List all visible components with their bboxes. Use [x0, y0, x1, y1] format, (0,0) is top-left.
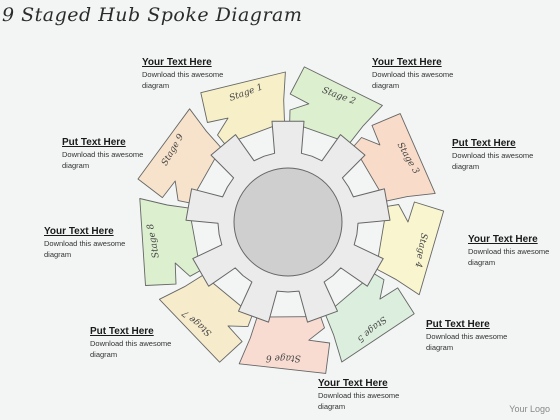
stage-block-2: [289, 66, 383, 144]
callout-right-upper: Put Text Here Download this awesome diag…: [452, 137, 560, 172]
callout-left-lower: Put Text Here Download this awesome diag…: [90, 325, 210, 360]
stage-block-1: [200, 71, 286, 145]
callout-top-left: Your Text Here Download this awesome dia…: [142, 56, 262, 91]
callout-title: Your Text Here: [318, 378, 388, 389]
stage-block-3: [353, 113, 436, 202]
callout-title: Put Text Here: [90, 326, 154, 337]
callout-right: Your Text Here Download this awesome dia…: [468, 233, 560, 268]
callout-title: Your Text Here: [372, 57, 442, 68]
callout-title: Your Text Here: [142, 57, 212, 68]
callout-title: Put Text Here: [62, 137, 126, 148]
stage-block-7: [158, 274, 253, 363]
stage-block-4: [375, 201, 445, 296]
callout-right-lower: Put Text Here Download this awesome diag…: [426, 318, 546, 353]
callout-title: Put Text Here: [452, 138, 516, 149]
callout-body: Download this awesome diagram: [426, 332, 508, 352]
callout-title: Your Text Here: [44, 226, 114, 237]
callout-body: Download this awesome diagram: [44, 239, 126, 259]
stage-block-6: [238, 316, 331, 374]
callout-left-upper: Put Text Here Download this awesome diag…: [62, 136, 182, 171]
stage-block-9: [137, 108, 222, 204]
callout-body: Download this awesome diagram: [318, 391, 400, 411]
page-title: 9 Staged Hub Spoke Diagram: [2, 4, 303, 26]
brand-logo: Your Logo: [509, 404, 550, 414]
callout-bottom: Your Text Here Download this awesome dia…: [318, 377, 438, 412]
callout-top-right: Your Text Here Download this awesome dia…: [372, 56, 492, 91]
callout-body: Download this awesome diagram: [90, 339, 172, 359]
callout-body: Download this awesome diagram: [468, 247, 550, 267]
callout-body: Download this awesome diagram: [142, 70, 224, 90]
callout-title: Put Text Here: [426, 319, 490, 330]
callout-body: Download this awesome diagram: [62, 150, 144, 170]
stage-label-6: Stage 6: [266, 352, 301, 362]
callout-left: Your Text Here Download this awesome dia…: [44, 225, 164, 260]
stage-block-5: [325, 273, 415, 363]
hub-circle: [233, 167, 343, 277]
callout-body: Download this awesome diagram: [372, 70, 454, 90]
callout-body: Download this awesome diagram: [452, 151, 534, 171]
stage-block-8: [139, 198, 201, 286]
callout-title: Your Text Here: [468, 234, 538, 245]
